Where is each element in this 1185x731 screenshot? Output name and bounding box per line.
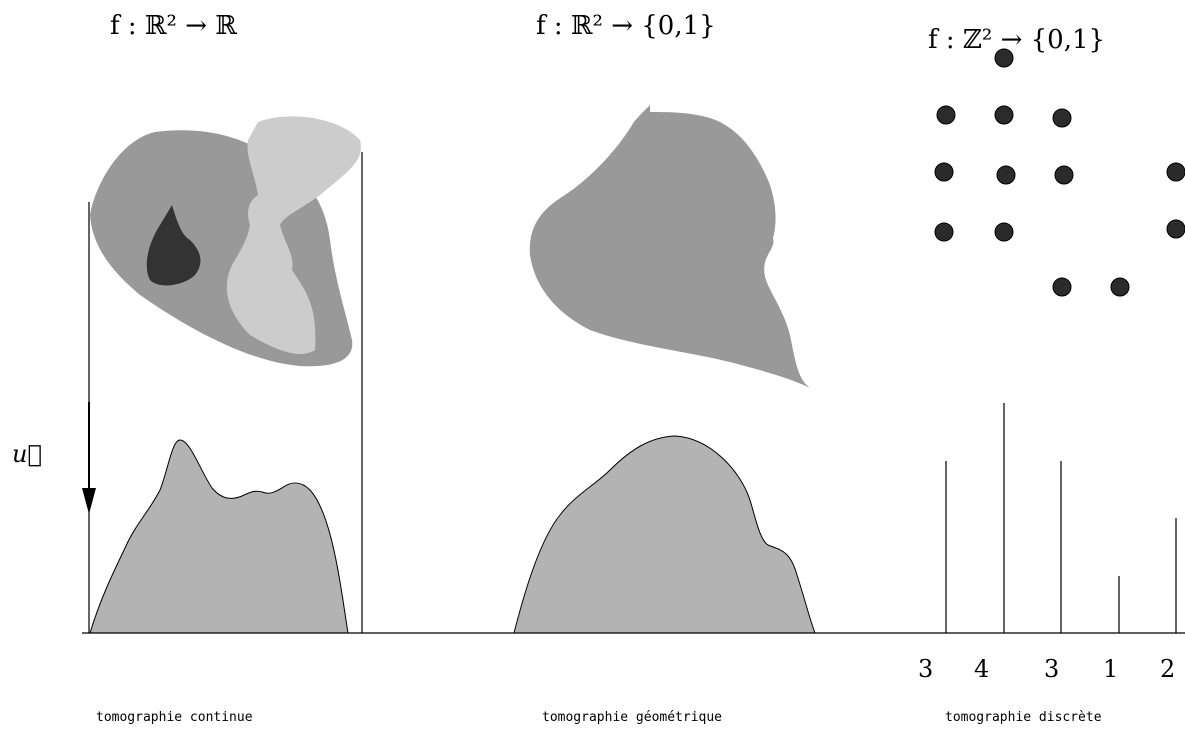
discrete-projection-bars bbox=[945, 403, 1177, 633]
continuous-object-light-region bbox=[226, 116, 361, 355]
projection-count: 3 bbox=[1044, 655, 1059, 683]
lattice-point bbox=[1110, 277, 1130, 297]
geometric-caption: tomographie géométrique bbox=[542, 710, 722, 725]
continuous-title: f : ℝ² → ℝ bbox=[110, 11, 237, 41]
discrete-lattice-points bbox=[934, 48, 1185, 297]
lattice-point bbox=[1052, 108, 1072, 128]
lattice-point bbox=[1166, 219, 1185, 239]
continuous-profile bbox=[89, 439, 349, 634]
continuous-caption: tomographie continue bbox=[96, 710, 253, 725]
lattice-point bbox=[936, 105, 956, 125]
lattice-point bbox=[934, 162, 954, 182]
projection-count: 2 bbox=[1160, 655, 1175, 683]
lattice-point bbox=[994, 222, 1014, 242]
arrow-head bbox=[82, 488, 96, 514]
geometric-title: f : ℝ² → {0,1} bbox=[536, 11, 716, 41]
lattice-point bbox=[1166, 162, 1185, 182]
geometric-object bbox=[529, 105, 810, 388]
lattice-point bbox=[994, 105, 1014, 125]
direction-label: u⃗ bbox=[12, 440, 42, 468]
lattice-point bbox=[1054, 165, 1074, 185]
discrete-caption: tomographie discrète bbox=[945, 710, 1102, 725]
direction-arrow bbox=[82, 402, 96, 514]
lattice-point bbox=[996, 165, 1016, 185]
projection-count: 3 bbox=[918, 655, 933, 683]
projection-count: 1 bbox=[1103, 655, 1118, 683]
lattice-point bbox=[1052, 277, 1072, 297]
projection-count: 4 bbox=[974, 655, 989, 683]
lattice-point bbox=[934, 222, 954, 242]
continuous-object-dark-region bbox=[146, 205, 201, 286]
discrete-title: f : ℤ² → {0,1} bbox=[928, 25, 1105, 55]
geometric-profile bbox=[513, 435, 816, 634]
continuous-object bbox=[90, 116, 361, 367]
lattice-point bbox=[994, 48, 1014, 68]
